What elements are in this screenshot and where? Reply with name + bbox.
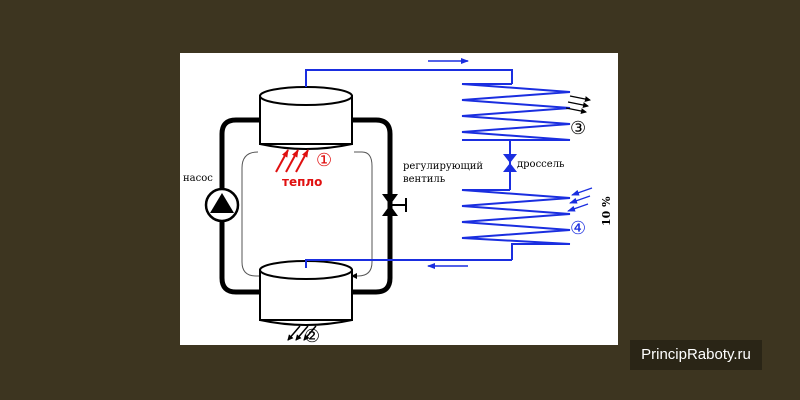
regulating-valve-icon bbox=[382, 194, 407, 216]
absorber-vessel bbox=[259, 260, 353, 326]
condenser-heat-arrows bbox=[565, 95, 591, 114]
pump-label: насос bbox=[183, 173, 213, 184]
valve-label-line1: регулирующий bbox=[403, 161, 483, 172]
pump-icon bbox=[204, 187, 240, 223]
throttle-valve-icon bbox=[503, 154, 517, 172]
refrigerant-pipe-bottom bbox=[305, 259, 512, 268]
heat-out-arrows bbox=[287, 325, 317, 341]
marker-2: ② bbox=[304, 326, 320, 347]
condenser-coil bbox=[461, 83, 571, 141]
marker-4: ④ bbox=[570, 218, 586, 239]
evaporator-heat-arrows bbox=[567, 187, 593, 212]
loop-pipe-right bbox=[352, 117, 393, 295]
watermark: PrincipRaboty.ru bbox=[630, 340, 762, 370]
valve-label-line2: вентиль bbox=[403, 174, 446, 185]
evaporator-coil bbox=[461, 189, 571, 260]
inner-circulation bbox=[241, 151, 262, 277]
percent-label: 10 % bbox=[600, 196, 613, 226]
refrigerant-pipe-top bbox=[305, 69, 513, 87]
inner-circulation-right bbox=[351, 151, 373, 279]
heat-arrows bbox=[275, 149, 309, 173]
marker-1: ① bbox=[316, 150, 332, 171]
generator-vessel bbox=[259, 86, 353, 150]
heat-label: тепло bbox=[282, 175, 322, 189]
throttle-label: дроссель bbox=[517, 159, 565, 170]
marker-3: ③ bbox=[570, 118, 586, 139]
